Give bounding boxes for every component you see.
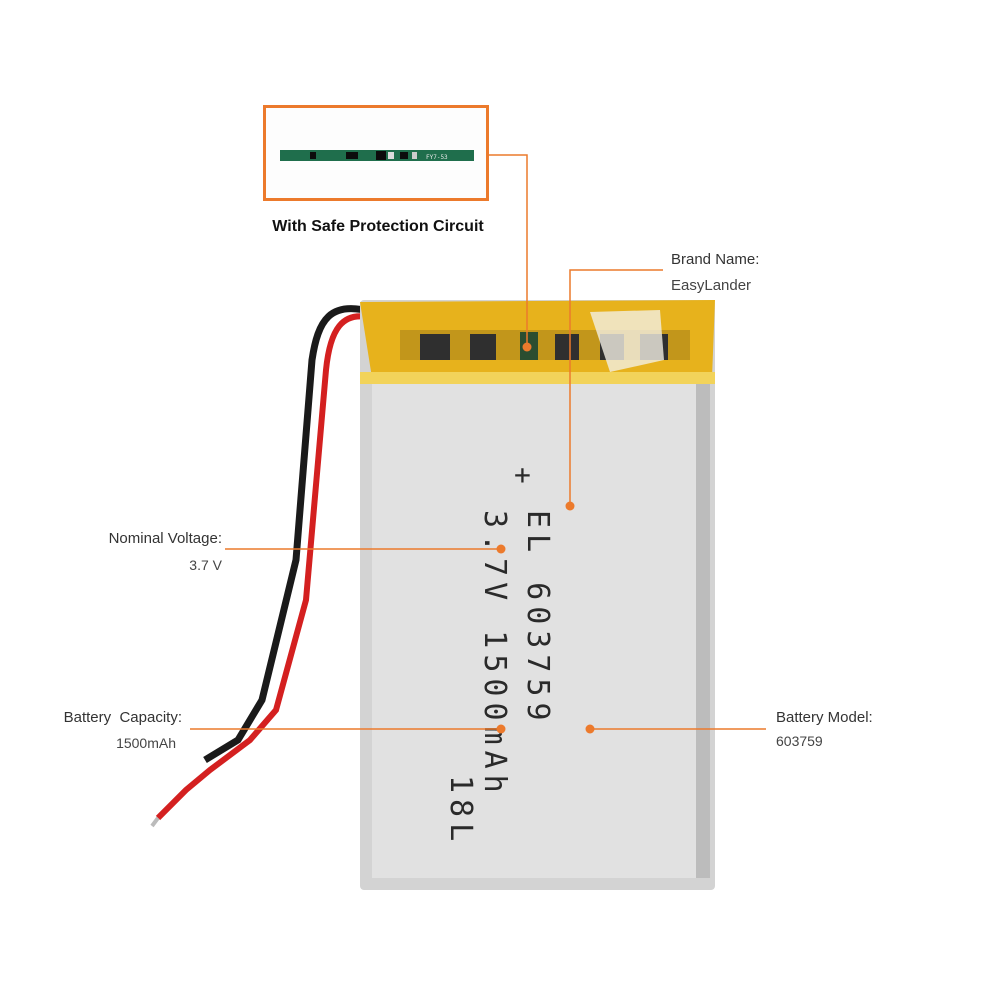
brand-value: EasyLander <box>671 277 752 294</box>
capacity-title: Battery Capacity: <box>63 709 182 726</box>
battery-print-plus: + <box>514 458 531 491</box>
protection-circuit-inset: FY7-53 <box>263 105 489 201</box>
voltage-value: 3.7 V <box>189 557 222 573</box>
inset-caption: With Safe Protection Circuit <box>272 218 484 235</box>
pcb-image: FY7-53 <box>280 150 474 161</box>
black-wire <box>203 305 373 763</box>
battery-print-line3: 18L <box>443 775 478 848</box>
battery-print-line1: EL 603759 <box>520 510 555 727</box>
battery-print-line2: 3.7V 1500mAh <box>477 510 512 799</box>
brand-title: Brand Name: <box>671 251 760 268</box>
wire-tip <box>150 816 160 828</box>
capacity-value: 1500mAh <box>116 735 176 751</box>
red-wire <box>155 313 373 821</box>
model-value: 603759 <box>776 733 823 749</box>
pcb-text: FY7-53 <box>426 154 448 161</box>
model-title: Battery Model: <box>776 709 873 726</box>
voltage-title: Nominal Voltage: <box>108 530 222 547</box>
